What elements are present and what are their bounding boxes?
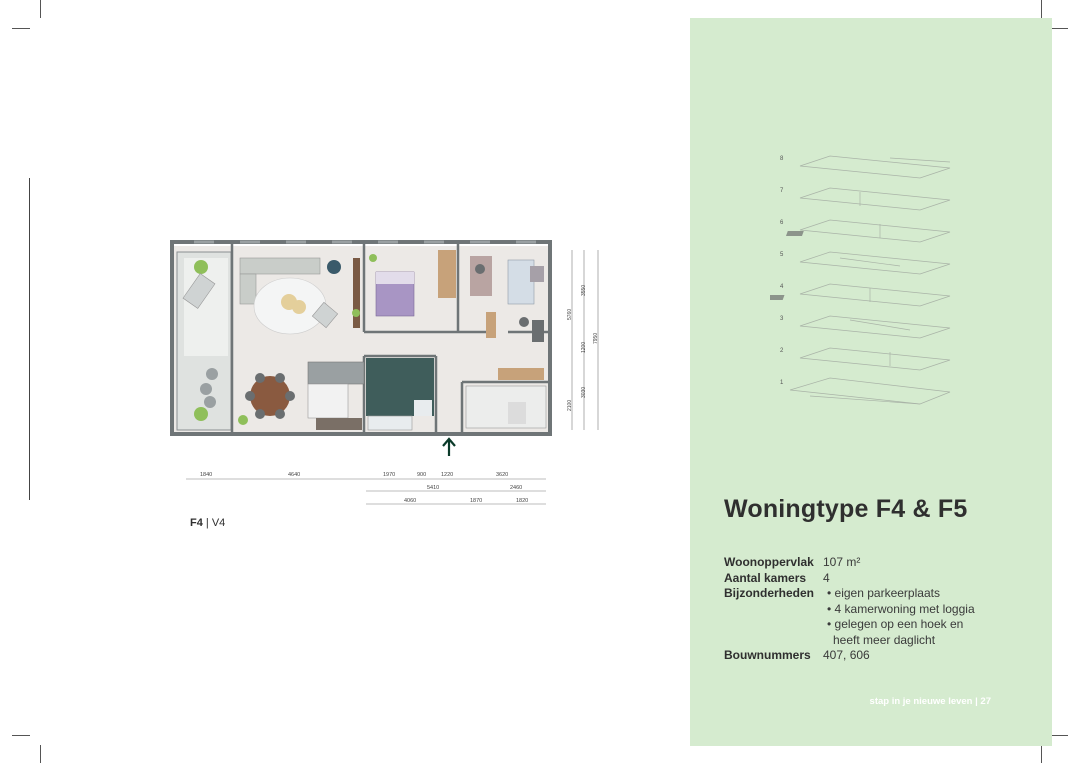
- floor-plan: [170, 240, 552, 456]
- floor-number: 3: [780, 316, 784, 322]
- spec-value: 4: [823, 570, 830, 585]
- dim-vertical: 2100: [567, 400, 573, 411]
- dim-label: 1220: [441, 472, 453, 478]
- spec-row-bouwnummers: Bouwnummers 407, 606: [724, 648, 983, 664]
- floor-number: 8: [780, 156, 784, 162]
- page-fold-line: [29, 178, 30, 500]
- floor-number: 2: [780, 348, 784, 354]
- dim-vertical: 1200: [581, 342, 587, 353]
- spec-value: 407, 606: [823, 648, 870, 662]
- spec-row-woonoppervlak: Woonoppervlak 107 m²: [724, 555, 983, 571]
- spec-label: Aantal kamers: [724, 570, 807, 585]
- dim-label: 1870: [470, 498, 482, 504]
- floor-number: 4: [780, 284, 784, 290]
- spec-label: Bijzonderheden: [724, 586, 815, 600]
- crop-mark: [1041, 0, 1042, 18]
- dim-label: 4640: [288, 472, 300, 478]
- crop-mark: [1050, 735, 1068, 736]
- crop-mark: [1050, 28, 1068, 29]
- spec-label: Woonoppervlak: [724, 555, 814, 569]
- page-footer: stap in je nieuwe leven | 27: [869, 696, 991, 707]
- dim-label: 1840: [200, 472, 212, 478]
- spec-row-kamers: Aantal kamers 4: [724, 571, 983, 587]
- floor-number: 7: [780, 188, 784, 194]
- horizontal-dimensions: 1840 4640 1970 900 1220 3620 5410 2460 4…: [186, 472, 546, 505]
- floor-number: 1: [780, 380, 784, 386]
- vertical-dimensions: 3550 5760 1200 7950 3030 2100: [567, 250, 599, 430]
- crop-mark: [12, 735, 30, 736]
- floor-number: 5: [780, 252, 784, 258]
- spec-label: Bouwnummers: [724, 648, 811, 662]
- info-panel: 8 7 6 5 4 3 2 1 Woningtype F4 & F5 Woono…: [690, 18, 1052, 746]
- dim-vertical: 3550: [581, 285, 587, 296]
- feature-list: eigen parkeerplaats 4 kamerwoning met lo…: [823, 586, 983, 648]
- dim-label: 1820: [516, 498, 528, 504]
- plan-code: F4: [190, 517, 203, 529]
- crop-mark: [40, 0, 41, 18]
- dim-label: 3620: [496, 472, 508, 478]
- page-title: Woningtype F4 & F5: [724, 495, 968, 523]
- spec-row-bijzonderheden: Bijzonderheden eigen parkeerplaats 4 kam…: [724, 586, 983, 648]
- dim-vertical: 5760: [567, 309, 573, 320]
- dim-label: 900: [417, 472, 426, 478]
- dim-label: 5410: [427, 485, 439, 491]
- building-floor-stack: 8 7 6 5 4 3 2 1: [770, 155, 951, 405]
- crop-mark: [12, 28, 30, 29]
- dim-vertical: 3030: [581, 387, 587, 398]
- spec-value: 107 m²: [823, 555, 861, 569]
- dim-label: 2460: [510, 485, 522, 491]
- dim-label: 1970: [383, 472, 395, 478]
- plan-separator: |: [202, 517, 212, 529]
- dim-label: 4060: [404, 498, 416, 504]
- crop-mark: [1041, 745, 1042, 763]
- spec-table: Woonoppervlak 107 m² Aantal kamers 4 Bij…: [724, 555, 983, 664]
- plan-variant: V4: [211, 517, 226, 529]
- floor-number: 6: [780, 220, 784, 226]
- dim-vertical: 7950: [593, 333, 599, 344]
- feature-item: 4 kamerwoning met loggia: [823, 602, 983, 618]
- feature-item: eigen parkeerplaats: [823, 586, 983, 602]
- plan-caption: F4 | V4: [190, 517, 225, 529]
- crop-mark: [40, 745, 41, 763]
- feature-item: gelegen op een hoek en heeft meer daglic…: [823, 617, 983, 648]
